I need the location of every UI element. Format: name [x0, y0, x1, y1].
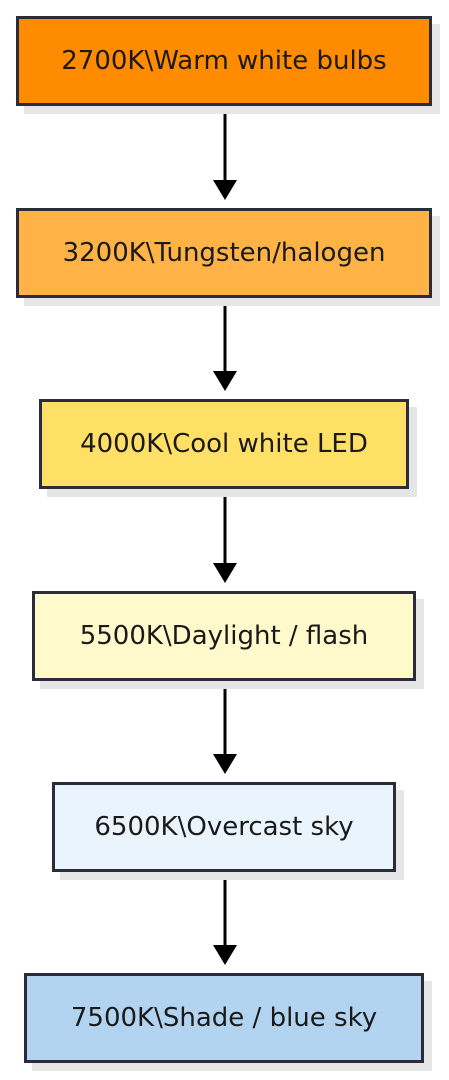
edge-n1-n2 — [213, 106, 237, 200]
edge-n5-n6 — [213, 872, 237, 965]
node-label: 5500K\Daylight / flash — [79, 621, 369, 651]
node-3200k: 3200K\Tungsten/halogen — [16, 208, 432, 298]
node-6500k: 6500K\Overcast sky — [52, 782, 396, 872]
node-label: 2700K\Warm white bulbs — [61, 46, 387, 76]
node-2700k: 2700K\Warm white bulbs — [16, 16, 432, 106]
node-label: 3200K\Tungsten/halogen — [62, 238, 386, 268]
edge-n2-n3 — [213, 298, 237, 391]
node-label: 4000K\Cool white LED — [80, 429, 368, 459]
edge-n4-n5 — [213, 681, 237, 774]
node-label: 6500K\Overcast sky — [94, 812, 354, 842]
node-label: 7500K\Shade / blue sky — [70, 1003, 378, 1033]
node-7500k: 7500K\Shade / blue sky — [24, 973, 424, 1063]
node-5500k: 5500K\Daylight / flash — [32, 591, 416, 681]
edge-n3-n4 — [213, 489, 237, 583]
node-4000k: 4000K\Cool white LED — [39, 399, 409, 489]
